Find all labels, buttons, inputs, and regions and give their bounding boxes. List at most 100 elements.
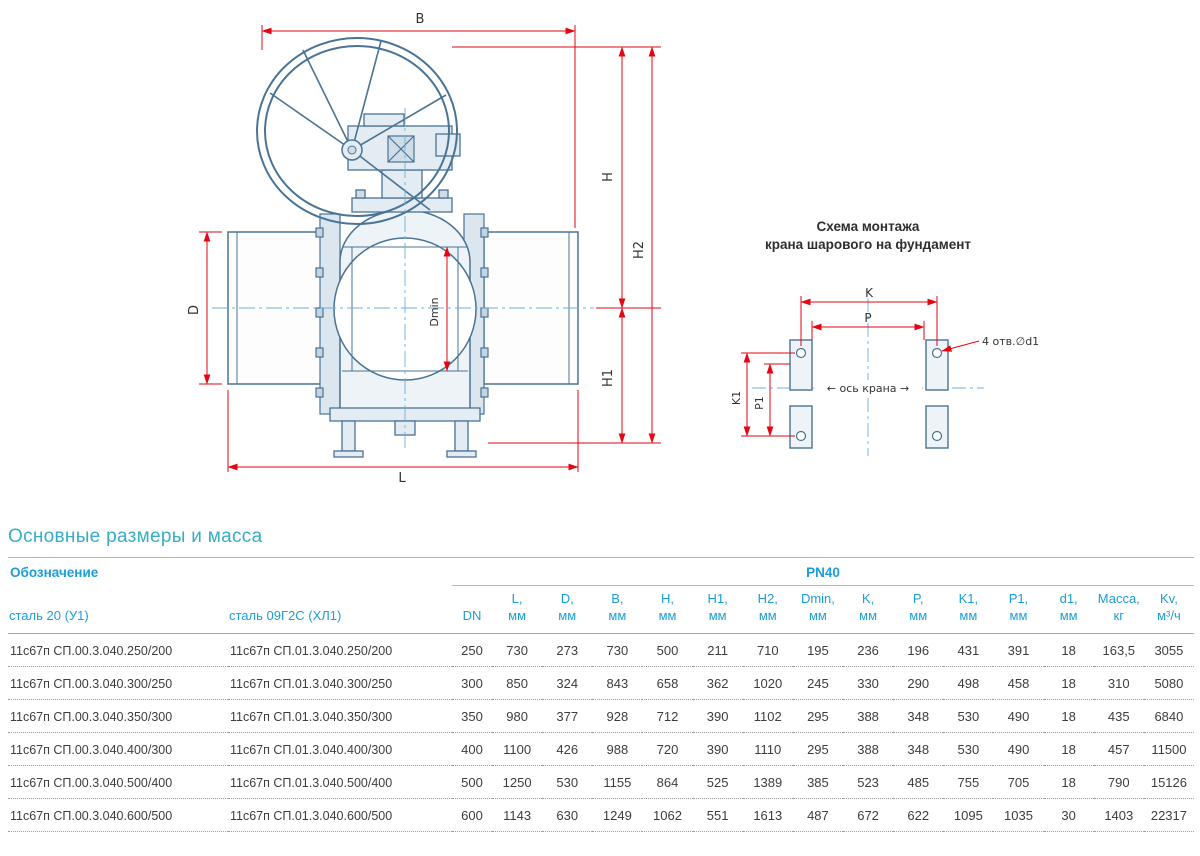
value-cell: 18 (1043, 666, 1094, 700)
value-cell: 1389 (742, 765, 793, 799)
value-cell: 295 (792, 699, 843, 733)
designation-cell: 11с67п СП.00.3.040.500/400 (8, 765, 228, 799)
stem-nut (387, 135, 415, 163)
value-cell: 400 (452, 732, 493, 766)
value-cell: 6840 (1143, 699, 1194, 733)
value-cell: 1250 (492, 765, 543, 799)
value-cell: 705 (993, 765, 1044, 799)
value-cell: 843 (592, 666, 643, 700)
value-cell: 500 (642, 633, 693, 667)
value-cell: 196 (893, 633, 944, 667)
mount-title-line1: Схема монтажа (816, 219, 920, 234)
column-header: P1,мм (993, 585, 1044, 634)
value-cell: 324 (542, 666, 593, 700)
value-cell: 377 (542, 699, 593, 733)
value-cell: 980 (492, 699, 543, 733)
value-cell: 730 (492, 633, 543, 667)
value-cell: 1102 (742, 699, 793, 733)
value-cell: 15126 (1143, 765, 1194, 799)
axis-label: ← ось крана → (827, 382, 909, 395)
value-cell: 5080 (1143, 666, 1194, 700)
anchor-holes (795, 347, 943, 442)
drawings-area: B H H2 H1 D Dmin L Схема монтажа крана ш… (187, 12, 1039, 486)
designation-cell: 11с67п СП.01.3.040.500/400 (228, 765, 453, 799)
value-cell: 1143 (492, 798, 543, 832)
designation-cell: 11с67п СП.01.3.040.250/200 (228, 633, 453, 667)
dim-label-d: D (187, 305, 202, 315)
value-cell: 490 (993, 699, 1044, 733)
value-cell: 658 (642, 666, 693, 700)
value-cell: 3055 (1143, 633, 1194, 667)
mount-scheme-drawing: ← ось крана → K P K1 P1 (730, 286, 1039, 456)
value-cell: 630 (542, 798, 593, 832)
value-cell: 22317 (1143, 798, 1194, 832)
value-cell: 500 (452, 765, 493, 799)
designation-cell: 11с67п СП.00.3.040.300/250 (8, 666, 228, 700)
value-cell: 18 (1043, 699, 1094, 733)
dimensions-table: Обозначение PN40 сталь 20 (У1)сталь 09Г2… (8, 557, 1194, 832)
value-cell: 348 (893, 699, 944, 733)
value-cell: 755 (943, 765, 994, 799)
value-cell: 730 (592, 633, 643, 667)
value-cell: 310 (1093, 666, 1144, 700)
value-cell: 1095 (943, 798, 994, 832)
value-cell: 530 (542, 765, 593, 799)
value-cell: 600 (452, 798, 493, 832)
value-cell: 1020 (742, 666, 793, 700)
value-cell: 390 (692, 699, 743, 733)
column-header: сталь 09Г2С (ХЛ1) (228, 585, 453, 634)
designation-cell: 11с67п СП.00.3.040.400/300 (8, 732, 228, 766)
column-header: P,мм (893, 585, 944, 634)
designation-cell: 11с67п СП.00.3.040.350/300 (8, 699, 228, 733)
value-cell: 498 (943, 666, 994, 700)
value-cell: 790 (1093, 765, 1144, 799)
dim-label-p1: P1 (753, 396, 766, 410)
value-cell: 245 (792, 666, 843, 700)
value-cell: 290 (893, 666, 944, 700)
value-cell: 458 (993, 666, 1044, 700)
value-cell: 1110 (742, 732, 793, 766)
value-cell: 485 (893, 765, 944, 799)
value-cell: 523 (843, 765, 894, 799)
value-cell: 295 (792, 732, 843, 766)
value-cell: 11500 (1143, 732, 1194, 766)
value-cell: 388 (843, 699, 894, 733)
designation-cell: 11с67п СП.01.3.040.350/300 (228, 699, 453, 733)
column-header: H2,мм (742, 585, 793, 634)
value-cell: 1249 (592, 798, 643, 832)
column-header: K1,мм (943, 585, 994, 634)
handwheel (256, 37, 458, 225)
column-header: B,мм (592, 585, 643, 634)
value-cell: 18 (1043, 765, 1094, 799)
mount-title-line2: крана шарового на фундамент (764, 236, 972, 252)
mount-dimension-lines (741, 296, 980, 437)
value-cell: 928 (592, 699, 643, 733)
axis-label-bg (814, 380, 922, 395)
value-cell: 348 (893, 732, 944, 766)
value-cell: 195 (792, 633, 843, 667)
value-cell: 712 (642, 699, 693, 733)
value-cell: 18 (1043, 633, 1094, 667)
value-cell: 487 (792, 798, 843, 832)
value-cell: 457 (1093, 732, 1144, 766)
value-cell: 426 (542, 732, 593, 766)
value-cell: 1100 (492, 732, 543, 766)
designation-cell: 11с67п СП.01.3.040.600/500 (228, 798, 453, 832)
value-cell: 431 (943, 633, 994, 667)
dim-label-p: P (864, 311, 871, 325)
column-header: H,мм (642, 585, 693, 634)
value-cell: 1403 (1093, 798, 1144, 832)
column-header: D,мм (542, 585, 593, 634)
pn40-header: PN40 (452, 557, 1194, 586)
dim-label-b: B (416, 12, 425, 27)
value-cell: 273 (542, 633, 593, 667)
value-cell: 385 (792, 765, 843, 799)
value-cell: 850 (492, 666, 543, 700)
value-cell: 672 (843, 798, 894, 832)
designation-cell: 11с67п СП.00.3.040.250/200 (8, 633, 228, 667)
value-cell: 490 (993, 732, 1044, 766)
value-cell: 988 (592, 732, 643, 766)
